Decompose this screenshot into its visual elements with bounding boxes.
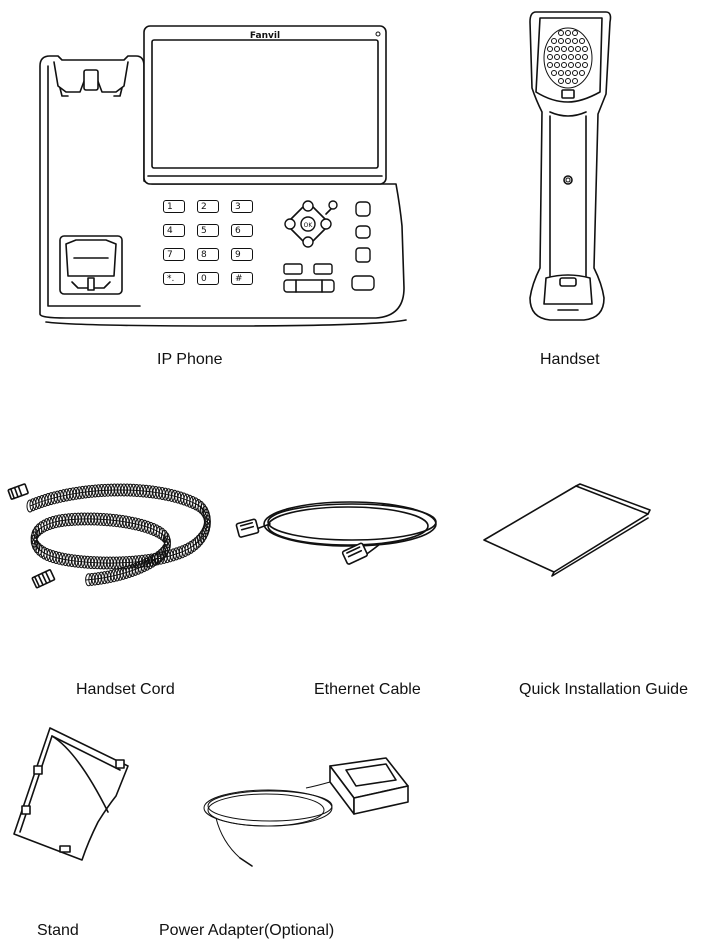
grille-hole — [571, 30, 578, 36]
cord-coil — [32, 538, 38, 550]
grille-hole — [554, 54, 560, 60]
grille-hole — [554, 46, 560, 52]
grille-hole — [550, 38, 557, 44]
grille-hole — [575, 54, 581, 60]
keypad-key: 7 — [163, 248, 185, 261]
grille-hole — [554, 62, 560, 68]
grille-hole — [578, 70, 585, 76]
grille-hole — [561, 54, 567, 60]
cord-coil — [203, 509, 209, 521]
grille-hole — [578, 38, 585, 44]
cord-coil — [86, 574, 92, 586]
cord-coil — [32, 529, 38, 541]
keypad-key: 9 — [231, 248, 253, 261]
grille-hole — [564, 38, 571, 44]
caption-handset: Handset — [540, 351, 600, 368]
grille-hole — [557, 78, 564, 84]
cord-coil — [89, 573, 95, 585]
caption-quick-guide: Quick Installation Guide — [519, 681, 688, 698]
keypad-key: 5 — [197, 224, 219, 237]
keypad-key: *. — [163, 272, 185, 285]
keypad-key: 3 — [231, 200, 253, 213]
caption-ip-phone: IP Phone — [157, 351, 223, 368]
grille-hole — [557, 38, 564, 44]
caption-handset-cord: Handset Cord — [76, 681, 175, 698]
handset-illustration — [522, 8, 614, 324]
grille-hole — [582, 54, 588, 60]
cord-coil — [201, 528, 207, 540]
grille-hole — [568, 62, 574, 68]
speaker-grille — [544, 30, 592, 88]
grille-hole — [575, 62, 581, 68]
grille-hole — [557, 30, 564, 36]
cord-coil — [199, 531, 205, 543]
keypad-key: 0 — [197, 272, 219, 285]
grille-hole — [561, 46, 567, 52]
grille-hole — [564, 78, 571, 84]
grille-hole — [564, 30, 571, 36]
keypad-key: 2 — [197, 200, 219, 213]
grille-hole — [582, 62, 588, 68]
cord-coil — [163, 533, 169, 545]
svg-text:OK: OK — [304, 222, 314, 229]
navigation-cluster: OK — [270, 196, 400, 296]
power-adapter-illustration — [196, 752, 418, 872]
stand-illustration — [8, 722, 134, 866]
keypad-key: 4 — [163, 224, 185, 237]
caption-stand: Stand — [37, 922, 79, 939]
grille-hole — [568, 46, 574, 52]
grille-hole — [575, 46, 581, 52]
grille-hole — [568, 54, 574, 60]
grille-hole — [561, 62, 567, 68]
keypad-key: 6 — [231, 224, 253, 237]
keypad-key: 1 — [163, 200, 185, 213]
keypad-key: # — [231, 272, 253, 285]
cord-coil — [162, 545, 168, 557]
grille-hole — [564, 70, 571, 76]
quick-guide-illustration — [480, 482, 652, 578]
grille-hole — [547, 54, 553, 60]
grille-hole — [547, 62, 553, 68]
handset-cord-illustration — [6, 484, 218, 600]
cord-coil — [163, 542, 169, 554]
grille-hole — [571, 38, 578, 44]
grille-hole — [547, 46, 553, 52]
ip-phone-illustration: Fanvil — [36, 26, 412, 326]
caption-power-adapter: Power Adapter(Optional) — [159, 922, 335, 939]
grille-hole — [582, 46, 588, 52]
grille-hole — [571, 70, 578, 76]
grille-hole — [550, 70, 557, 76]
keypad-key: 8 — [197, 248, 219, 261]
caption-ethernet-cable: Ethernet Cable — [314, 681, 421, 698]
grille-hole — [557, 70, 564, 76]
grille-hole — [571, 78, 578, 84]
brand-logo: Fanvil — [250, 31, 280, 41]
ethernet-cable-illustration — [230, 490, 440, 580]
